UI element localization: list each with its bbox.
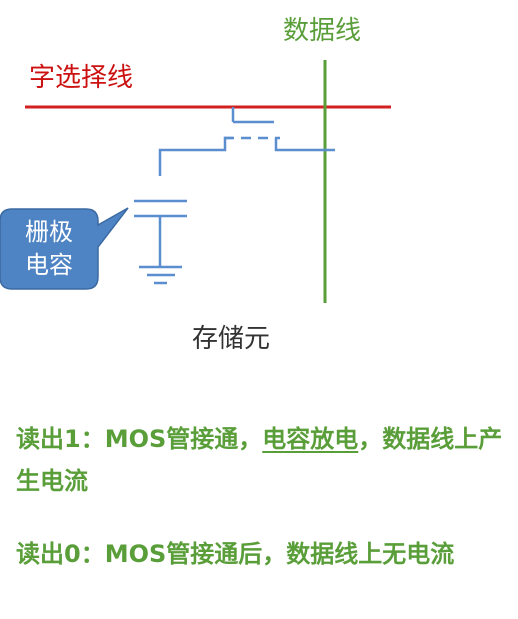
gate-capacitor-label-line1: 栅极 [25,218,73,246]
data-line-label: 数据线 [283,16,362,46]
storage-cell-label: 存储元 [192,324,271,354]
read-1-suffix: ，数据线上产生电流 [16,425,503,495]
gate-capacitor-callout [0,207,129,290]
read-1-note: 读出1：MOS管接通，电容放电，数据线上产生电流 [16,418,508,502]
gate-capacitor-label: 栅极 电容 [0,209,98,289]
dram-cell-circuit [0,60,391,303]
gate-capacitor [134,199,187,267]
read-1-prefix: 读出1：MOS管接通， [16,425,263,453]
gate-capacitor-label-line2: 电容 [25,251,73,279]
ground-icon [139,265,182,285]
mos-transistor [158,107,335,176]
capacitor-discharge-text: 电容放电 [262,425,359,453]
word-select-line-label: 字选择线 [29,63,134,93]
read-0-note: 读出0：MOS管接通后，数据线上无电流 [16,540,455,568]
